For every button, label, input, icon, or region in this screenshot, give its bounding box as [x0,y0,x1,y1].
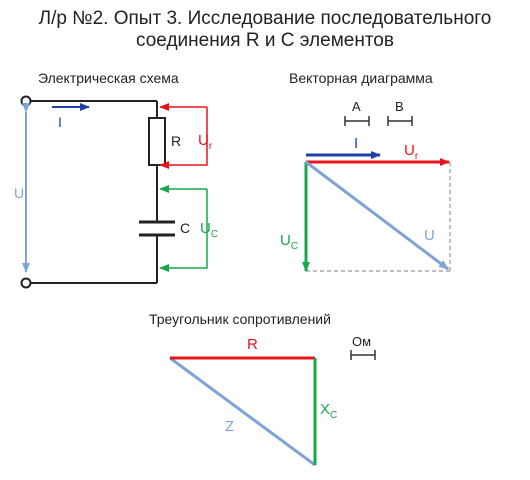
vector-current-label: I [354,135,358,152]
vector-u-label: U [424,227,435,244]
resistor [148,117,166,166]
circuit-heading: Электрическая схема [38,70,179,86]
vector-ur-label: Ur [404,142,419,162]
title-line-2: соединения R и C элементов [136,30,394,51]
z-side [169,356,316,467]
input-terminal-top [20,95,32,107]
u-vector [305,160,449,271]
ur-bracket-arrow [159,107,208,169]
ohm-scale [350,350,376,360]
title-line-1: Л/р №2. Опыт 3. Исследование последовате… [38,8,492,29]
resistor-label: R [171,133,181,149]
capacitor [139,220,175,237]
scale-b-label: B [395,99,404,114]
input-terminal-bottom [20,277,32,289]
circuit-current-label: I [58,114,62,130]
scale-a-label: A [352,99,361,114]
ohm-scale-label: Ом [352,334,371,349]
uc-label: UC [200,220,218,240]
triangle-xc-label: XC [320,401,337,421]
vector-heading: Векторная диаграмма [289,70,433,86]
vector-uc-label: UC [280,232,298,252]
ur-label: Ur [198,132,213,152]
scale-b [387,116,413,126]
circuit-voltage-label: U [14,185,24,201]
triangle-z-label: Z [225,418,234,435]
triangle-heading: Треугольник сопротивлений [149,311,331,327]
capacitor-label: C [180,220,190,236]
circuit-wires [30,100,158,284]
scale-a [344,116,370,126]
triangle-r-label: R [247,336,258,353]
